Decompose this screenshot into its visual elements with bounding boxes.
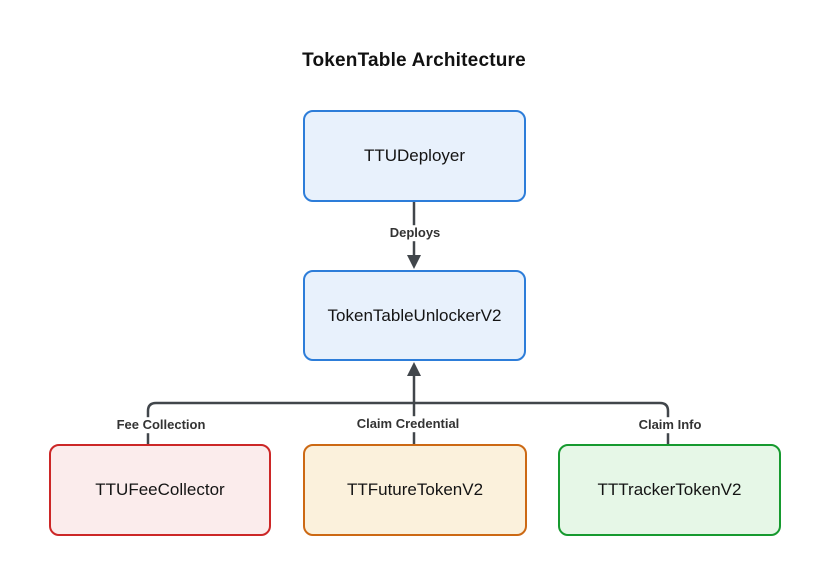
node-tttrackertokenv2-label: TTTrackerTokenV2 — [597, 480, 742, 499]
edge-label-claim-credential: Claim Credential — [352, 416, 464, 432]
node-ttufeecollector-label: TTUFeeCollector — [95, 480, 225, 499]
node-tokentableunlockerv2: TokenTableUnlockerV2 — [303, 270, 526, 361]
branch-rail — [146, 401, 670, 444]
edge-label-fee-collection: Fee Collection — [112, 417, 210, 433]
edge-label-deploys: Deploys — [385, 225, 445, 241]
node-tokentableunlockerv2-label: TokenTableUnlockerV2 — [327, 305, 502, 325]
node-tttrackertokenv2: TTTrackerTokenV2 — [558, 444, 781, 536]
node-ttudeployer-label: TTUDeployer — [363, 146, 466, 165]
node-ttufeecollector: TTUFeeCollector — [49, 444, 271, 536]
edge-up-arrowhead-icon — [407, 362, 421, 376]
edge-label-claim-info: Claim Info — [634, 417, 706, 433]
node-ttfuturetokenv2: TTFutureTokenV2 — [303, 444, 527, 536]
diagram-title: TokenTable Architecture — [302, 50, 526, 71]
edge-deploys-arrowhead-icon — [407, 255, 421, 269]
node-ttudeployer: TTUDeployer — [303, 110, 526, 202]
node-ttfuturetokenv2-label: TTFutureTokenV2 — [346, 480, 484, 499]
